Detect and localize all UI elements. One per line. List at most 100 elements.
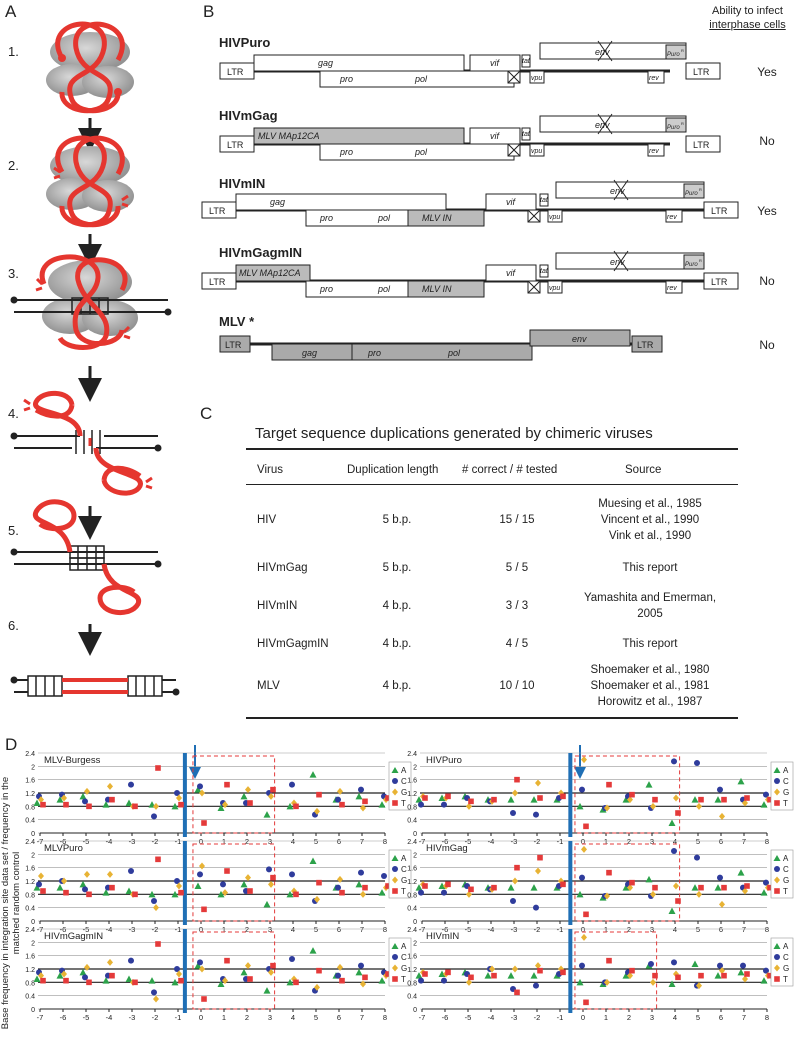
x-tick-label: 8 <box>765 925 769 934</box>
point-g <box>199 862 205 870</box>
point-a <box>737 968 745 976</box>
point-g <box>153 904 159 912</box>
point-g <box>199 965 205 973</box>
point-g <box>337 963 343 971</box>
panel-label-a: A <box>5 2 17 21</box>
point-t <box>721 884 727 891</box>
point-c <box>358 962 364 969</box>
point-t <box>270 962 276 969</box>
point-t <box>293 891 299 898</box>
point-g <box>360 980 366 988</box>
point-t <box>652 884 658 891</box>
point-g <box>222 889 228 897</box>
point-c <box>441 977 447 984</box>
point-c <box>289 781 295 788</box>
x-tick-label: -1 <box>175 1013 182 1022</box>
point-g <box>107 782 113 790</box>
cell-source-3: Horowitz et al., 1987 <box>597 696 703 708</box>
point-a <box>415 884 423 891</box>
duplication-box <box>192 755 276 834</box>
legend-label: T <box>783 799 788 808</box>
point-g <box>742 975 748 983</box>
legend-label: C <box>401 865 407 874</box>
point-g <box>176 882 182 890</box>
legend-label: C <box>783 777 789 786</box>
point-c <box>418 889 424 896</box>
point-a <box>286 978 294 986</box>
legend-label: G <box>401 964 407 973</box>
x-tick-label: 8 <box>765 1013 769 1022</box>
point-t <box>63 801 69 808</box>
point-t <box>537 795 543 801</box>
y-tick-label: 2.4 <box>407 751 417 758</box>
point-c <box>151 813 157 820</box>
point-t <box>86 979 92 986</box>
y-tick-label: 1.6 <box>407 954 417 961</box>
x-tick-label: -6 <box>60 925 67 934</box>
y-tick-label: 1.2 <box>25 879 35 886</box>
point-t <box>201 906 207 913</box>
point-c <box>510 898 516 904</box>
point-c <box>381 873 387 879</box>
point-a <box>56 796 64 803</box>
cell-dup: 5 b.p. <box>382 514 412 526</box>
col-header-virus: Virus <box>257 464 283 476</box>
cell-source-3: Vink et al., 1990 <box>608 530 692 542</box>
x-tick-label: 1 <box>604 1013 608 1022</box>
x-tick-label: 7 <box>360 837 364 846</box>
point-a <box>33 975 41 982</box>
x-tick-label: -4 <box>106 837 113 846</box>
cell-dup: 5 b.p. <box>382 562 412 574</box>
point-t <box>224 781 230 788</box>
x-tick-label: 3 <box>268 925 272 934</box>
point-t <box>247 976 253 982</box>
panel-label-b: B <box>203 2 215 21</box>
genome-mlv: LTR gag pro pol env LTR <box>219 329 663 361</box>
point-t <box>606 957 612 964</box>
x-tick-label: -3 <box>511 1013 518 1022</box>
x-tick-label: 7 <box>742 925 746 934</box>
y-tick-label: 0 <box>31 1007 35 1014</box>
point-g <box>581 933 587 941</box>
point-t <box>560 793 566 800</box>
point-a <box>240 880 248 888</box>
x-tick-label: 2 <box>627 925 631 934</box>
point-c <box>763 791 769 798</box>
x-tick-label: 4 <box>291 1013 295 1022</box>
y-tick-label: 1.6 <box>25 954 35 961</box>
x-tick-label: 3 <box>268 837 272 846</box>
point-t <box>537 854 543 861</box>
point-t <box>293 979 299 986</box>
x-tick-label: 3 <box>650 925 654 934</box>
point-t <box>155 941 161 947</box>
legend-marker-c <box>392 866 398 872</box>
point-g <box>466 978 472 986</box>
legend-marker-g <box>774 788 780 796</box>
point-g <box>245 962 251 970</box>
y-tick-label: 0 <box>413 1007 417 1014</box>
legend-box <box>770 937 794 987</box>
legend-marker-a <box>391 855 399 861</box>
point-a <box>714 796 722 803</box>
x-tick-label: 8 <box>383 925 387 934</box>
x-tick-label: -7 <box>419 837 426 846</box>
cell-ratio: 15 / 15 <box>499 514 535 526</box>
svg-text:MLV MAp12CA: MLV MAp12CA <box>239 268 301 278</box>
point-g <box>512 877 518 885</box>
svg-text:R: R <box>681 48 684 53</box>
y-tick-label: 1.2 <box>407 879 417 886</box>
point-a <box>309 947 317 954</box>
point-a <box>438 882 446 889</box>
y-tick-label: 2.4 <box>25 839 35 846</box>
panel-label-c: C <box>200 404 213 423</box>
point-g <box>719 812 725 820</box>
step-number-1: 1. <box>8 44 19 59</box>
x-tick-label: 2 <box>627 1013 631 1022</box>
x-tick-label: 6 <box>337 837 341 846</box>
genome-hivpuro: LTR gag pro pol vif tat vpu env Puro R r… <box>219 40 721 88</box>
x-tick-label: -5 <box>465 1013 472 1022</box>
point-a <box>148 977 156 984</box>
point-g <box>176 970 182 978</box>
point-a <box>355 968 363 976</box>
